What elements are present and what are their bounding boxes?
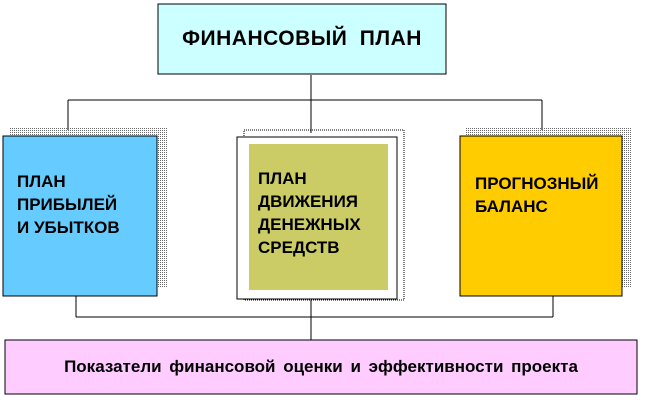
forecast-balance-box (459, 135, 623, 297)
connectors (67, 75, 554, 340)
cashflow-plan-label: ПЛАН ДВИЖЕНИЯ ДЕНЕЖНЫХ СРЕДСТВ (258, 169, 361, 257)
pnl-plan-label: ПЛАН ПРИБЫЛЕЙ И УБЫТКОВ (17, 172, 120, 237)
pnl-plan-box (2, 135, 158, 297)
financial-plan-box (157, 3, 447, 75)
forecast-balance-label: ПРОГНОЗНЫЙ БАЛАНС (475, 174, 599, 216)
financial-plan-title: ФИНАНСОВЫЙ ПЛАН (182, 27, 422, 50)
cashflow-plan-box (249, 144, 388, 290)
performance-metrics-box (4, 339, 638, 395)
performance-metrics-label: Показатели финансовой оценки и эффективн… (64, 357, 578, 376)
